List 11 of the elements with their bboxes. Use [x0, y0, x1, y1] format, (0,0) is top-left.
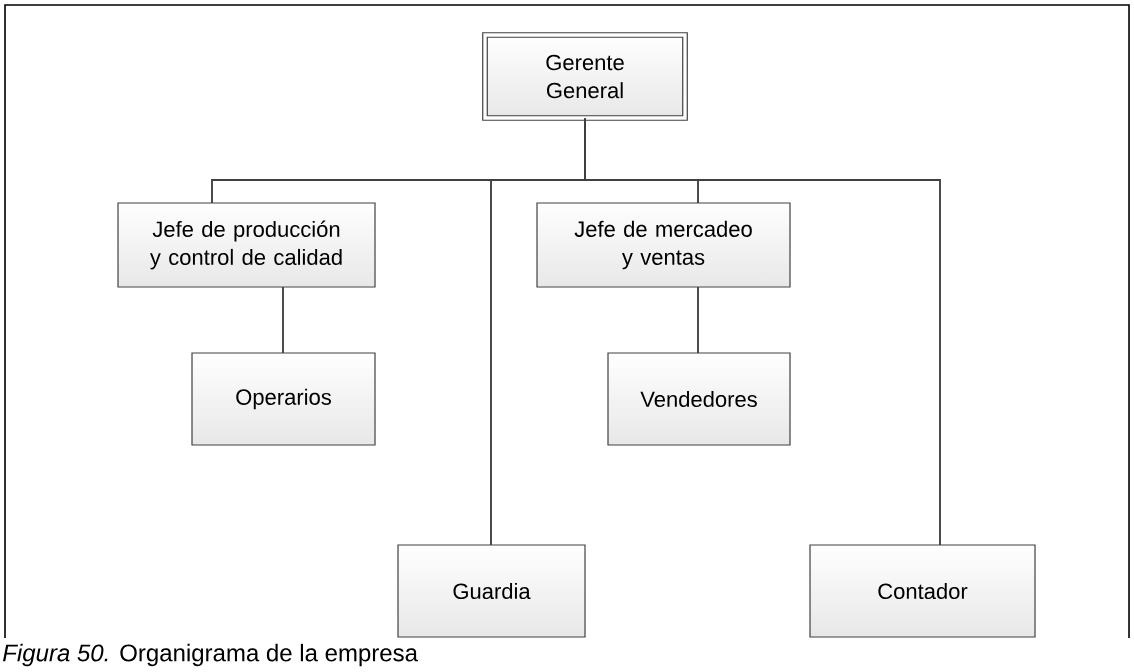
org-box: Operarios: [191, 352, 376, 446]
org-box: Jefe de producción y control de calidad: [117, 202, 376, 288]
org-box: Vendedores: [607, 352, 791, 446]
figure-caption: Figura 50. Organigrama de la empresa: [3, 643, 418, 667]
org-box: Gerente General: [482, 32, 688, 121]
org-box: Contador: [809, 544, 1036, 638]
connector-line: [584, 117, 941, 546]
org-box: Guardia: [397, 544, 586, 638]
org-box: Jefe de mercadeo y ventas: [536, 202, 791, 288]
connector-line: [697, 286, 699, 354]
connector-line: [282, 286, 284, 354]
